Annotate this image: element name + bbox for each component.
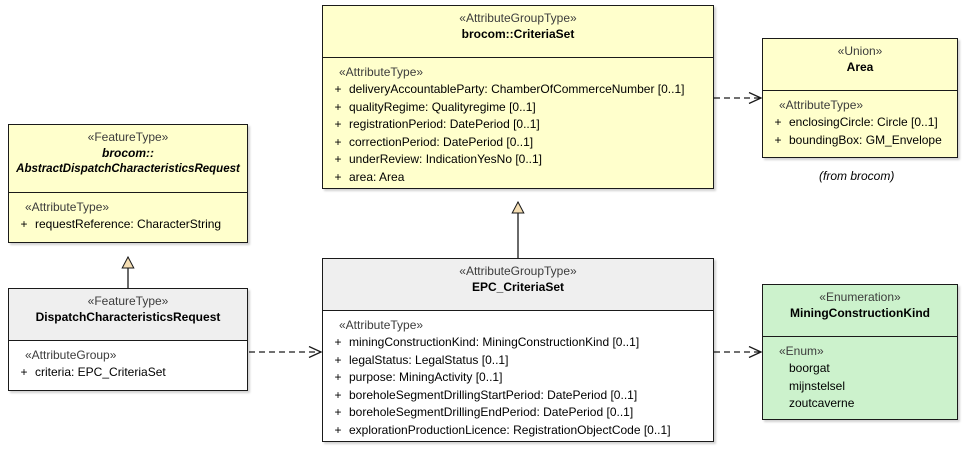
attribute-label: deliveryAccountableParty: ChamberOfComme…	[349, 82, 685, 96]
attribute-label: boundingBox: GM_Envelope	[789, 132, 942, 147]
visibility-marker: +	[334, 335, 342, 349]
attributes-compartment: «AttributeType» + deliveryAccountablePar…	[323, 58, 713, 192]
class-epc-criteriaset[interactable]: «AttributeGroupType» EPC_CriteriaSet «At…	[322, 258, 714, 442]
class-title: brocom::CriteriaSet	[461, 27, 575, 41]
attribute-row[interactable]: + boreholeSegmentDrillingEndPeriod: Date…	[327, 404, 709, 422]
attribute-row[interactable]: + correctionPeriod: DatePeriod [0..1]	[327, 134, 709, 152]
attribute-row[interactable]: + registrationPeriod: DatePeriod [0..1]	[327, 116, 709, 134]
class-title: EPC_CriteriaSet	[471, 280, 565, 294]
class-abstract-dispatch-characteristics-request[interactable]: «FeatureType» brocom:: AbstractDispatchC…	[8, 124, 248, 243]
visibility-marker: +	[334, 82, 342, 96]
attribute-label: requestReference: CharacterString	[35, 217, 222, 231]
visibility-marker: +	[334, 370, 342, 384]
attribute-label: legalStatus: LegalStatus [0..1]	[349, 352, 509, 367]
visibility-marker: +	[334, 152, 342, 166]
attribute-label: criteria: EPC_CriteriaSet	[35, 365, 166, 379]
visibility-marker: +	[774, 132, 782, 147]
attribute-label: purpose: MiningActivity [0..1]	[349, 370, 503, 384]
attribute-label: miningConstructionKind: MiningConstructi…	[349, 335, 640, 349]
class-area[interactable]: «Union» Area «AttributeType» + enclosing…	[762, 38, 958, 158]
attribute-row[interactable]: + purpose: MiningActivity [0..1]	[327, 369, 709, 387]
class-stereotype: «Enumeration»	[819, 290, 901, 304]
attribute-row[interactable]: + enclosingCircle: Circle [0..1]	[767, 114, 953, 132]
class-header-dispatch: «FeatureType» DispatchCharacteristicsReq…	[9, 289, 247, 340]
attributes-compartment: «AttributeType» + enclosingCircle: Circl…	[763, 91, 957, 155]
class-stereotype: «AttributeGroupType»	[459, 11, 577, 25]
attribute-label: boreholeSegmentDrillingEndPeriod: DatePe…	[349, 405, 634, 419]
class-divider	[763, 336, 957, 337]
attribute-row[interactable]: + boreholeSegmentDrillingStartPeriod: Da…	[327, 387, 709, 405]
attribute-label: boreholeSegmentDrillingStartPeriod: Date…	[349, 387, 638, 402]
compartment-stereotype: «AttributeType»	[339, 65, 424, 79]
compartment-stereotype: «AttributeType»	[339, 318, 424, 332]
visibility-marker: +	[334, 422, 342, 437]
class-divider	[9, 340, 247, 341]
attribute-row[interactable]: + criteria: EPC_CriteriaSet	[13, 364, 243, 382]
attribute-row[interactable]: + deliveryAccountableParty: ChamberOfCom…	[327, 81, 709, 99]
visibility-marker: +	[334, 134, 342, 149]
enum-literal[interactable]: zoutcaverne	[789, 396, 855, 410]
class-header-abstract-dispatch: «FeatureType» brocom:: AbstractDispatchC…	[9, 125, 247, 192]
attributes-compartment: «AttributeGroup» + criteria: EPC_Criteri…	[9, 341, 247, 388]
compartment-stereotype: «Enum»	[779, 344, 824, 358]
visibility-marker: +	[20, 217, 28, 231]
class-header-epc-criteriaset: «AttributeGroupType» EPC_CriteriaSet	[323, 259, 713, 310]
enum-literal[interactable]: mijnstelsel	[789, 378, 846, 393]
class-mining-construction-kind[interactable]: «Enumeration» MiningConstructionKind «En…	[762, 284, 958, 420]
visibility-marker: +	[334, 387, 342, 402]
visibility-marker: +	[334, 169, 342, 184]
attribute-label: underReview: IndicationYesNo [0..1]	[349, 152, 543, 166]
attribute-row[interactable]: + underReview: IndicationYesNo [0..1]	[327, 151, 709, 169]
attributes-compartment: «AttributeType» + requestReference: Char…	[9, 193, 247, 240]
compartment-stereotype: «AttributeType»	[779, 98, 864, 112]
compartment-stereotype: «AttributeType»	[25, 200, 110, 214]
attribute-row[interactable]: + miningConstructionKind: MiningConstruc…	[327, 334, 709, 352]
class-brocom-criteriaset[interactable]: «AttributeGroupType» brocom::CriteriaSet…	[322, 5, 714, 189]
class-stereotype: «Union»	[837, 44, 883, 58]
visibility-marker: +	[334, 352, 342, 367]
class-divider	[323, 310, 713, 311]
class-dispatch-characteristics-request[interactable]: «FeatureType» DispatchCharacteristicsReq…	[8, 288, 248, 391]
attribute-row[interactable]: + boundingBox: GM_Envelope	[767, 132, 953, 150]
attribute-label: explorationProductionLicence: Registrati…	[349, 422, 671, 437]
class-header-brocom-criteriaset: «AttributeGroupType» brocom::CriteriaSet	[323, 6, 713, 57]
attribute-label: area: Area	[349, 169, 405, 184]
attribute-row[interactable]: + qualityRegime: Qualityregime [0..1]	[327, 99, 709, 117]
visibility-marker: +	[20, 365, 28, 379]
class-title-line2: AbstractDispatchCharacteristicsRequest	[16, 163, 240, 175]
attribute-label: registrationPeriod: DatePeriod [0..1]	[349, 117, 540, 131]
class-header-mining-construction-kind: «Enumeration» MiningConstructionKind	[763, 285, 957, 336]
literals-compartment: «Enum» boorgat mijnstelsel zoutcaverne	[763, 337, 957, 419]
class-divider	[763, 90, 957, 91]
attributes-compartment: «AttributeType» + miningConstructionKind…	[323, 311, 713, 445]
class-divider	[323, 57, 713, 58]
compartment-stereotype: «AttributeGroup»	[25, 348, 117, 362]
class-stereotype: «FeatureType»	[87, 294, 169, 308]
class-title: DispatchCharacteristicsRequest	[35, 310, 221, 324]
attribute-row[interactable]: + area: Area	[327, 169, 709, 187]
visibility-marker: +	[334, 405, 342, 419]
visibility-marker: +	[774, 115, 782, 129]
attribute-label: enclosingCircle: Circle [0..1]	[789, 115, 938, 129]
class-title: MiningConstructionKind	[790, 306, 930, 320]
attribute-row[interactable]: + legalStatus: LegalStatus [0..1]	[327, 352, 709, 370]
attribute-label: correctionPeriod: DatePeriod [0..1]	[349, 134, 534, 149]
class-stereotype: «AttributeGroupType»	[459, 264, 577, 278]
attribute-row[interactable]: + requestReference: CharacterString	[13, 216, 243, 234]
class-divider	[9, 192, 247, 193]
enum-literal[interactable]: boorgat	[789, 361, 830, 375]
class-header-area: «Union» Area	[763, 39, 957, 90]
class-title-line1: brocom::	[102, 146, 154, 160]
attribute-label: qualityRegime: Qualityregime [0..1]	[349, 99, 536, 114]
class-stereotype: «FeatureType»	[87, 130, 169, 144]
from-package-note: (from brocom)	[819, 169, 895, 183]
class-title: Area	[846, 60, 874, 74]
visibility-marker: +	[334, 117, 342, 131]
attribute-row[interactable]: + explorationProductionLicence: Registra…	[327, 422, 709, 440]
visibility-marker: +	[334, 99, 342, 114]
